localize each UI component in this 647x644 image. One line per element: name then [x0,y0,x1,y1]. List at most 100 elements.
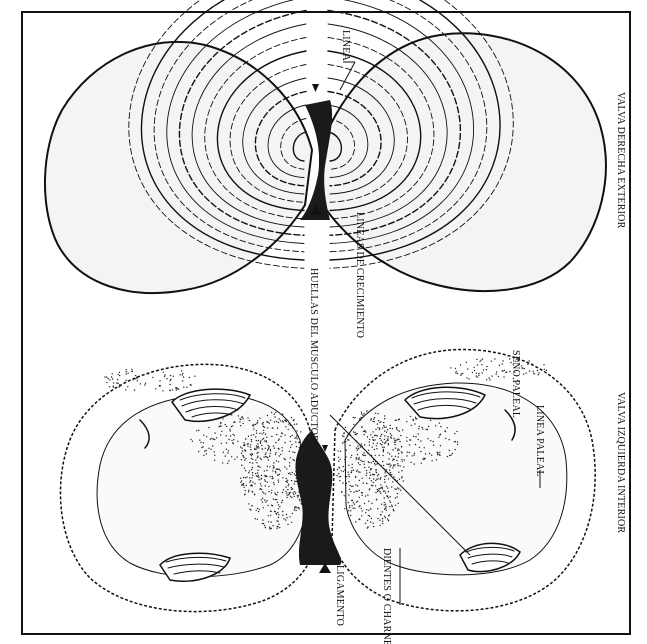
stipple-dot [241,459,242,460]
stipple-dot [252,462,253,463]
stipple-dot [279,469,280,470]
stipple-dot [284,466,285,467]
stipple-dot [144,384,145,385]
stipple-dot [359,519,360,520]
stipple-dot [251,458,252,459]
stipple-dot [271,412,272,413]
stipple-dot [343,441,344,442]
stipple-dot [272,478,273,479]
stipple-dot [385,492,386,493]
stipple-dot [433,441,434,442]
stipple-dot [380,525,381,526]
stipple-dot [239,421,240,422]
stipple-dot [362,461,363,462]
stipple-dot [370,474,371,475]
stipple-dot [265,434,266,435]
stipple-dot [259,418,260,419]
stipple-dot [230,430,231,431]
stipple-dot [375,492,376,493]
stipple-dot [345,441,346,442]
stipple-dot [251,439,252,440]
stipple-dot [354,417,355,418]
stipple-dot [394,464,395,465]
stipple-dot [276,520,277,521]
stipple-dot [359,457,360,458]
stipple-dot [344,508,345,509]
stipple-dot [336,475,337,476]
stipple-dot [350,457,351,458]
stipple-dot [543,364,544,365]
stipple-dot [450,367,451,368]
stipple-dot [370,508,371,509]
stipple-dot [357,491,358,492]
stipple-dot [252,475,253,476]
stipple-dot [399,465,400,466]
stipple-dot [481,364,482,365]
exterior-valve-drawing [45,0,606,293]
stipple-dot [391,474,392,475]
stipple-dot [155,388,156,389]
stipple-dot [247,417,248,418]
stipple-dot [288,423,289,424]
stipple-dot [367,495,368,496]
stipple-dot [263,426,264,427]
stipple-dot [345,427,346,428]
stipple-dot [414,463,415,464]
stipple-dot [286,517,287,518]
stipple-dot [425,453,426,454]
stipple-dot [286,497,287,498]
stipple-dot [361,492,362,493]
stipple-dot [179,374,180,375]
stipple-dot [449,450,450,451]
stipple-dot [278,461,279,462]
stipple-dot [348,474,349,475]
stipple-dot [380,493,381,494]
stipple-dot [274,492,275,493]
stipple-dot [356,457,357,458]
stipple-dot [397,450,398,451]
stipple-dot [398,472,399,473]
stipple-dot [455,368,456,369]
stipple-dot [378,488,379,489]
stipple-dot [259,467,260,468]
stipple-dot [257,443,258,444]
stipple-dot [117,379,118,380]
label-dientes-o-charnela: DIENTES O CHARNELA [381,548,392,644]
stipple-dot [256,433,257,434]
stipple-dot [381,444,382,445]
stipple-dot [199,439,200,440]
stipple-dot [113,382,114,383]
stipple-dot [357,454,358,455]
stipple-dot [275,511,276,512]
stipple-dot [363,455,364,456]
stipple-dot [455,372,456,373]
stipple-dot [283,421,284,422]
stipple-dot [384,418,385,419]
stipple-dot [231,440,232,441]
stipple-dot [348,515,349,516]
stipple-dot [398,456,399,457]
stipple-dot [460,375,461,376]
stipple-dot [256,462,257,463]
stipple-dot [361,510,362,511]
label-valva-derecha-exterior: VALVA DERECHA EXTERIOR [615,92,626,229]
stipple-dot [285,519,286,520]
stipple-dot [253,424,254,425]
stipple-dot [248,436,249,437]
stipple-dot [221,431,222,432]
stipple-dot [290,436,291,437]
stipple-dot [299,441,300,442]
stipple-dot [386,475,387,476]
stipple-dot [527,364,528,365]
stipple-dot [354,432,355,433]
stipple-dot [261,445,262,446]
stipple-dot [277,492,278,493]
stipple-dot [263,430,264,431]
stipple-dot [398,503,399,504]
stipple-dot [496,373,497,374]
stipple-dot [358,448,359,449]
stipple-dot [198,430,199,431]
stipple-dot [384,439,385,440]
stipple-dot [369,441,370,442]
stipple-dot [348,439,349,440]
